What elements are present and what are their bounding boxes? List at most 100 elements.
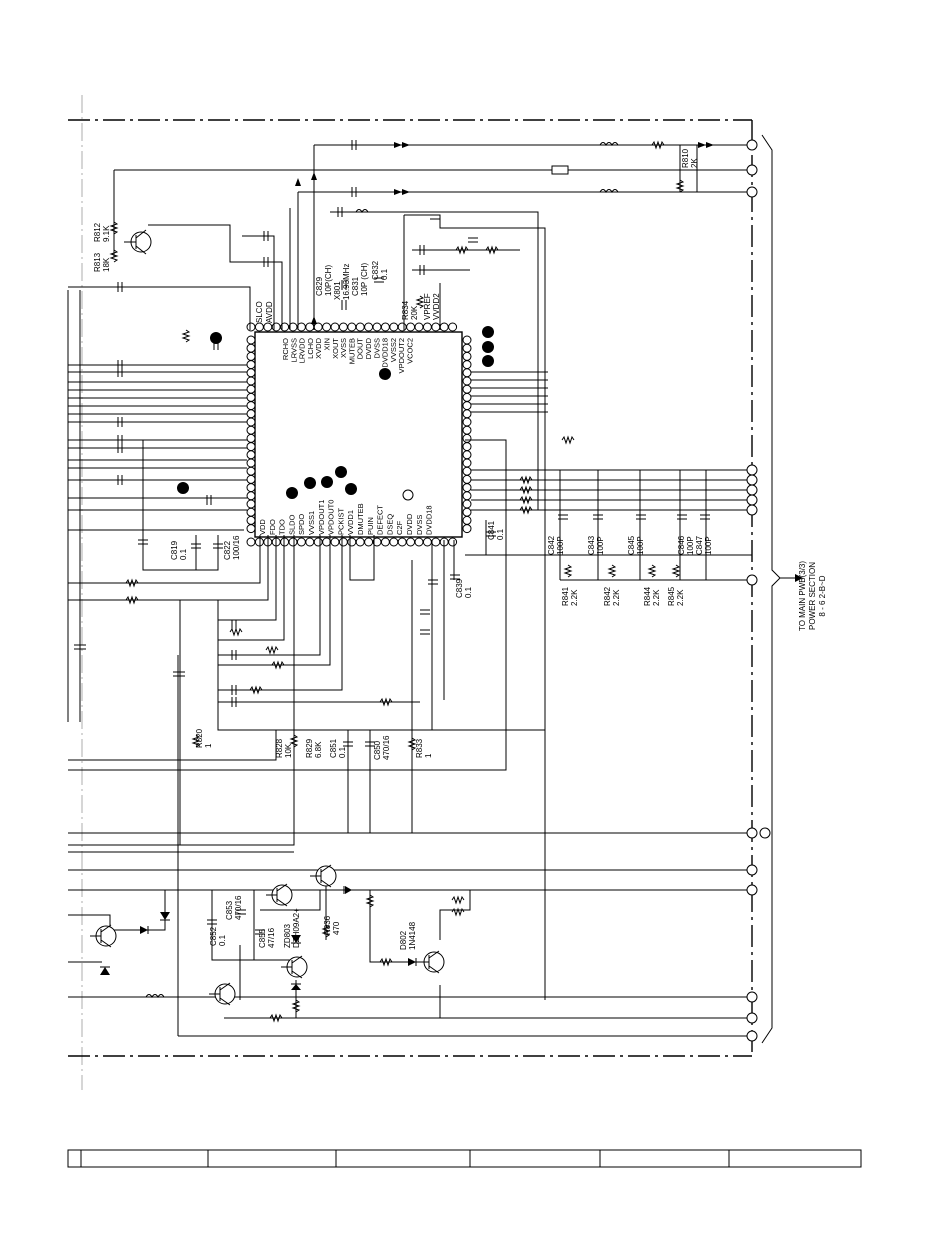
ic-pin-left <box>246 392 256 402</box>
ic-pin-right <box>462 351 472 361</box>
component-ref: C843 <box>587 535 596 555</box>
ic-inner-label: LRVSS <box>289 338 298 362</box>
ic-pin-top <box>389 322 399 332</box>
ic-pin-right <box>462 335 472 345</box>
ic-inner-label: DVDD <box>405 513 414 535</box>
ic-pin-top <box>271 322 281 332</box>
component-value: 470 <box>332 921 341 935</box>
component-value: 10K <box>284 743 293 758</box>
ic-label-avdd: AVDD <box>265 301 274 323</box>
ic-inner-label: VPDOUT0 <box>327 500 336 535</box>
left-cap <box>117 367 123 377</box>
component-ref: C819 <box>170 540 179 560</box>
component-ref: R820 <box>195 728 204 748</box>
destination-label: TO MAIN PWB(3/3) POWER SECTION 8 - 6 2-B… <box>798 561 827 631</box>
ic-pin-top <box>355 322 365 332</box>
ic-label-slco: SLCO <box>255 301 264 323</box>
ic-pin-top <box>246 322 256 332</box>
ic-pin-top <box>305 322 315 332</box>
ic-pin-top <box>296 322 306 332</box>
component-value: 9.1K <box>102 225 111 242</box>
terminal <box>746 574 758 586</box>
ic-pin-bottom <box>364 537 374 547</box>
ic-pin-top <box>448 322 458 332</box>
terminal <box>746 991 758 1003</box>
ic-inner-label: TDO <box>278 519 287 535</box>
ic-pin-right <box>462 524 472 534</box>
terminal <box>746 1012 758 1024</box>
component-ref: C829 <box>315 276 324 296</box>
ic-pin-left <box>246 376 256 386</box>
ic-pin-left <box>246 507 256 517</box>
ic-pins <box>246 322 472 547</box>
ic-pin-left <box>246 466 256 476</box>
component-ref: C822 <box>223 540 232 560</box>
component-ref: C832 <box>371 260 380 280</box>
ic-pin-top <box>313 322 323 332</box>
component-value: 1 <box>424 753 433 758</box>
ic-pin-bottom <box>347 537 357 547</box>
ic-inner-label: C2F <box>395 520 404 535</box>
top-rails <box>68 144 752 1000</box>
ic-pin-left <box>246 409 256 419</box>
component-ref: R828 <box>275 738 284 758</box>
ic-pin-top <box>254 322 264 332</box>
top-resistors <box>109 140 685 343</box>
ic-pin-bottom <box>448 537 458 547</box>
component-value: 1 <box>204 743 213 748</box>
lower-transistors <box>90 864 445 1006</box>
top-resistor-box <box>551 165 569 175</box>
ic-pin-bottom <box>288 537 298 547</box>
ic-inner-label: DVSS <box>415 515 424 535</box>
component-value: 100P <box>596 536 605 555</box>
ic-inner-label: RCHO <box>281 338 290 360</box>
ic-pin-bottom <box>330 537 340 547</box>
ic-pin-right <box>462 392 472 402</box>
component-value: 2K <box>690 158 699 168</box>
terminal <box>746 186 758 198</box>
terminal <box>746 494 758 506</box>
ic-pin-right <box>462 458 472 468</box>
ic-inner-label: LRVDD <box>298 337 307 363</box>
ic-pin-right <box>462 491 472 501</box>
top-arrows <box>295 142 714 324</box>
ic-pin-left <box>246 458 256 468</box>
destination-line2: POWER SECTION <box>808 562 817 630</box>
component-ref: VPREF <box>423 293 432 320</box>
ic-pin-top <box>380 322 390 332</box>
title-block <box>67 1149 862 1168</box>
ic-pin-left <box>246 401 256 411</box>
component-value: 2.2K <box>676 589 685 606</box>
ic-pin-bottom <box>389 537 399 547</box>
ic-pin-left <box>246 442 256 452</box>
ic-pin-left <box>246 343 256 353</box>
left-cap <box>117 417 123 427</box>
ic-pin-left <box>246 499 256 509</box>
component-value: 10P(CH) <box>324 265 333 296</box>
component-value: 470/16 <box>234 895 243 920</box>
ic-pin-right <box>462 384 472 394</box>
ic-inner-label: VVDD1 <box>346 510 355 535</box>
component-value: 47/16 <box>267 927 276 948</box>
component-value: 6.8K <box>314 741 323 758</box>
component-value: 0.1 <box>496 528 505 540</box>
ic-pin-right <box>462 515 472 525</box>
component-value: VVDD2 <box>432 293 441 320</box>
component-value: 0.1 <box>464 586 473 598</box>
ic-pin-bottom <box>254 537 264 547</box>
ic-pin-left <box>246 433 256 443</box>
component-value: 16.93MHz <box>342 264 351 300</box>
component-value: 100P <box>704 536 713 555</box>
ic-pin-right <box>462 343 472 353</box>
ic-inner-label: XOUT <box>331 338 340 359</box>
component-ref: C842 <box>547 535 556 555</box>
ic-pin-bottom <box>397 537 407 547</box>
ic-inner-label: DEFECT <box>376 505 385 535</box>
component-ref: C850 <box>373 740 382 760</box>
destination-brace <box>761 134 781 1044</box>
lower-resistors <box>125 435 681 1023</box>
